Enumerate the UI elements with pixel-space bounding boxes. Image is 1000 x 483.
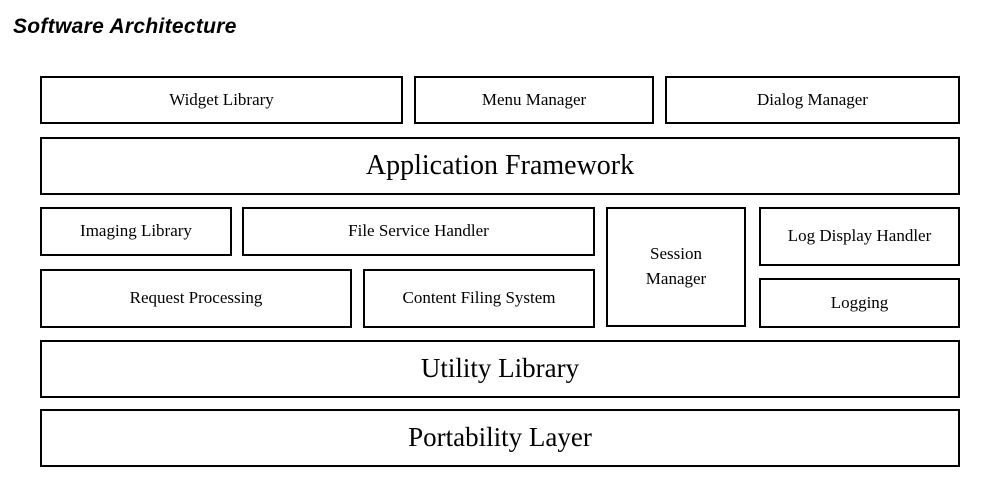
box-imaging-library: Imaging Library	[40, 207, 232, 256]
box-dialog-manager: Dialog Manager	[665, 76, 960, 124]
box-utility-library: Utility Library	[40, 340, 960, 398]
box-content-filing-system: Content Filing System	[363, 269, 595, 328]
box-portability-layer: Portability Layer	[40, 409, 960, 467]
box-file-service-handler: File Service Handler	[242, 207, 595, 256]
box-log-display-handler: Log Display Handler	[759, 207, 960, 266]
box-session-manager: Session Manager	[606, 207, 746, 327]
box-menu-manager: Menu Manager	[414, 76, 654, 124]
box-logging: Logging	[759, 278, 960, 328]
box-request-processing: Request Processing	[40, 269, 352, 328]
box-application-framework: Application Framework	[40, 137, 960, 195]
box-widget-library: Widget Library	[40, 76, 403, 124]
diagram-title: Software Architecture	[13, 15, 237, 38]
